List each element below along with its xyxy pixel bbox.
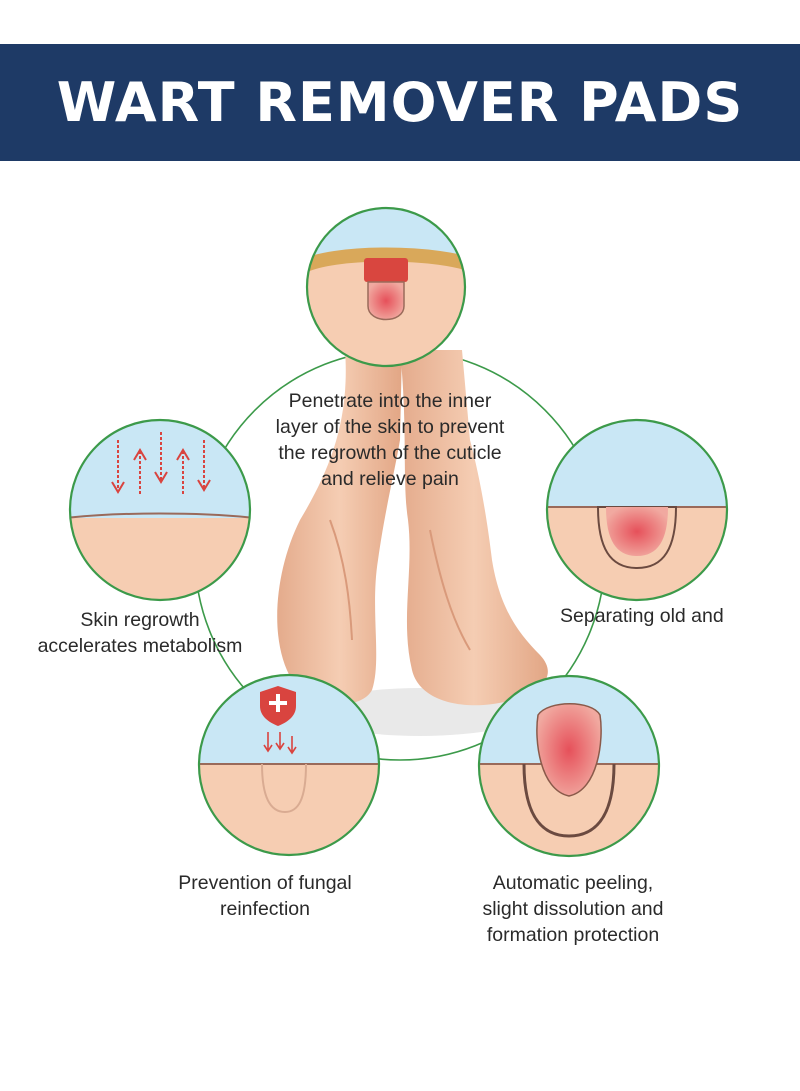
step-circle-penetrate <box>305 206 467 368</box>
step-caption-prevention: Prevention of fungal reinfection <box>178 872 352 920</box>
step-circle-prevention <box>197 673 381 857</box>
page-title: WART REMOVER PADS <box>56 71 744 134</box>
title-banner: WART REMOVER PADS <box>0 44 800 161</box>
arrow-down-icon <box>263 732 297 755</box>
step-caption-regrowth: Skin regrowth accelerates metabolism <box>37 609 243 657</box>
step-caption-penetrate: Penetrate into the inner layer of the sk… <box>275 390 505 490</box>
shield-plus-icon <box>260 686 296 726</box>
step-circle-peeling <box>477 674 661 858</box>
step-caption-separating: Separating old and <box>560 605 724 627</box>
step-caption-peeling: Automatic peeling, slight dissolution an… <box>482 872 664 946</box>
arrow-up-icon <box>111 432 211 494</box>
step-circle-separating <box>545 418 729 602</box>
